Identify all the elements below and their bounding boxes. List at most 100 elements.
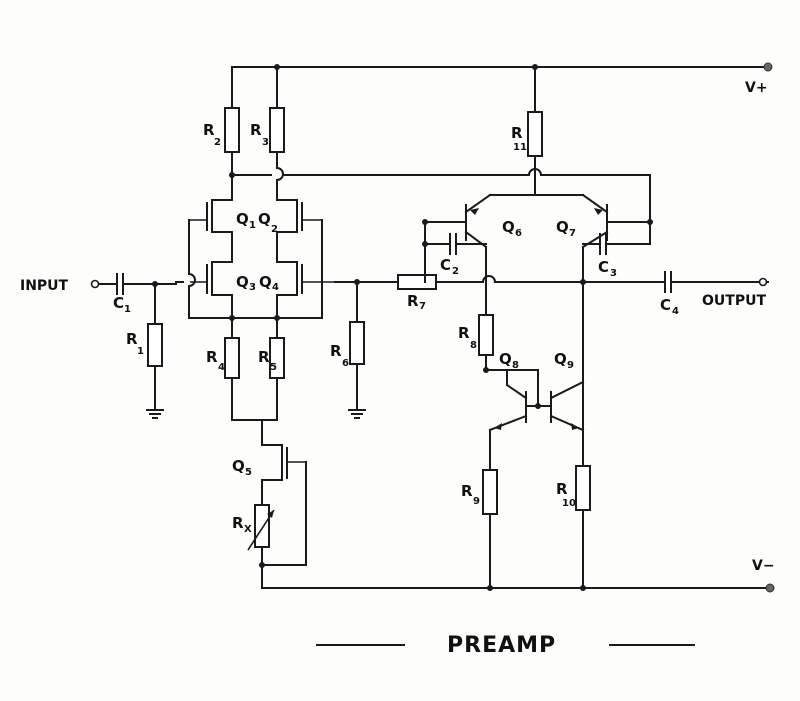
vplus-label: V+	[745, 80, 768, 96]
component-label-text: 8	[470, 340, 477, 351]
component-label-text: C	[113, 294, 124, 312]
transistor-q9	[544, 380, 585, 432]
component-label-text: 3	[249, 282, 256, 293]
ground-r1	[146, 409, 164, 419]
title-block: PREAMP	[316, 633, 695, 658]
label-r11: R11	[511, 124, 527, 153]
component-label-text: X	[244, 524, 252, 535]
component-label-text: R	[250, 121, 262, 139]
component-label-text: 6	[342, 358, 349, 369]
component-label-text: 5	[245, 467, 252, 478]
component-label-text: 3	[610, 268, 617, 279]
output-label: OUTPUT	[702, 293, 766, 309]
input-terminal	[90, 279, 118, 289]
resistor-r10	[575, 429, 591, 511]
input-label: INPUT	[20, 278, 69, 294]
component-label-text: R	[206, 348, 218, 366]
component-label-text: Q	[556, 218, 569, 236]
resistor-r7	[397, 274, 769, 290]
transistor-q7	[581, 193, 651, 589]
label-q2: Q2	[258, 210, 278, 235]
resistor-r9	[482, 429, 498, 589]
component-label-text: 4	[272, 282, 279, 293]
component-label-text: R	[232, 514, 244, 532]
component-label-text: 6	[515, 228, 522, 239]
component-label-text: 4	[218, 362, 225, 373]
resistor-r1	[147, 283, 163, 409]
label-r10: R10	[556, 480, 576, 509]
component-label-text: R	[461, 482, 473, 500]
component-label-text: R	[258, 348, 270, 366]
transistor-q4	[276, 231, 335, 296]
component-label-text: 11	[513, 142, 527, 153]
label-r2: R2	[203, 121, 221, 148]
transistor-q8	[488, 369, 546, 432]
component-label-text: 4	[672, 306, 679, 317]
component-label-text: R	[330, 342, 342, 360]
capacitor-c4	[664, 271, 672, 293]
component-label-text: 10	[562, 498, 576, 509]
component-label-text: C	[598, 258, 609, 276]
feedback-wire	[231, 168, 651, 226]
resistor-r8	[478, 281, 494, 371]
component-label-text: C	[440, 256, 451, 274]
component-label-text: Q	[236, 210, 249, 228]
component-label-text: Q	[499, 350, 512, 368]
component-label-text: 8	[512, 360, 519, 371]
transistor-q3	[190, 231, 233, 296]
resistor-r2	[224, 66, 240, 176]
capacitor-c2	[424, 233, 487, 255]
component-label-text: Q	[236, 273, 249, 291]
resistor-r11	[527, 66, 543, 196]
component-label-text: 3	[262, 137, 269, 148]
component-label-text: 5	[270, 362, 277, 373]
resistor-r3	[269, 66, 285, 201]
component-label-text: R	[458, 324, 470, 342]
component-label-text: 1	[124, 304, 131, 315]
component-label-text: 9	[473, 496, 480, 507]
vminus-label: V−	[752, 558, 775, 574]
component-label-text: 7	[419, 301, 426, 312]
component-label-text: Q	[259, 273, 272, 291]
label-r1: R1	[126, 330, 144, 357]
label-r6: R6	[330, 342, 349, 369]
component-label-text: Q	[554, 350, 567, 368]
component-label-text: Q	[258, 210, 271, 228]
component-label-text: 9	[567, 360, 574, 371]
vminus-rail	[261, 583, 775, 593]
capacitor-c1	[116, 273, 177, 295]
resistor-r6	[349, 281, 365, 409]
diagram-title: PREAMP	[447, 633, 556, 658]
component-label-text: Q	[502, 218, 515, 236]
component-label-text: R	[511, 124, 523, 142]
component-label-text: R	[556, 480, 568, 498]
ground-r6	[348, 409, 366, 419]
transistor-q6	[424, 193, 492, 283]
transistor-q5	[261, 444, 307, 566]
label-r9: R9	[461, 482, 480, 507]
resistor-rx	[247, 479, 275, 589]
transistor-q2	[276, 199, 322, 233]
component-label-text: 2	[214, 137, 221, 148]
transistor-q1	[189, 199, 233, 233]
component-label-text: 1	[137, 346, 144, 357]
component-label-text: 2	[452, 266, 459, 277]
component-label-text: 1	[249, 220, 256, 231]
capacitor-c3	[582, 221, 651, 255]
label-r3: R3	[250, 121, 269, 148]
gate-wiring	[175, 219, 323, 319]
label-r4: R4	[206, 348, 225, 373]
